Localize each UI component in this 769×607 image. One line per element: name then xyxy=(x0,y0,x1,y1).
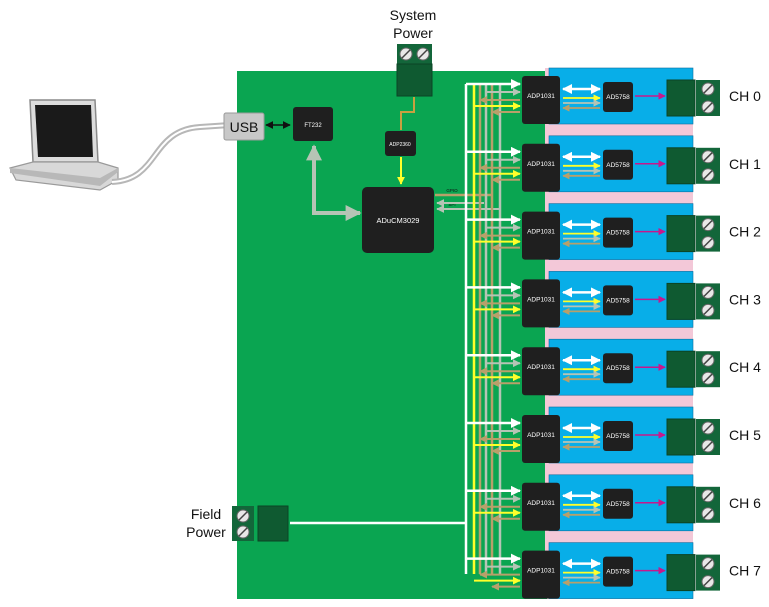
ad5758-chip xyxy=(603,285,633,316)
usb-cable xyxy=(111,122,231,185)
channel-label: CH 0 xyxy=(729,88,761,104)
screw-slot xyxy=(703,509,713,519)
adp1031-chip xyxy=(522,347,560,396)
aducm3029-label: ADuCM3029 xyxy=(377,216,420,225)
adp2360-chip xyxy=(385,131,416,156)
ad5758-chip xyxy=(603,82,633,112)
adp2360-label: ADP2360 xyxy=(389,142,411,148)
adp1031-label: ADP1031 xyxy=(527,568,555,575)
channel-label: CH 5 xyxy=(729,427,761,443)
screw-slot xyxy=(703,423,713,433)
adp1031-chip xyxy=(522,550,560,599)
adp1031-label: ADP1031 xyxy=(527,500,555,507)
screw-slot xyxy=(703,220,713,230)
ad5758-chip xyxy=(603,353,633,384)
ad5758-chip xyxy=(603,149,633,180)
channel-label: CH 4 xyxy=(729,359,761,375)
screw-slot xyxy=(703,287,713,297)
adp1031-chip xyxy=(522,143,560,192)
channel-terminal-housing xyxy=(666,350,696,388)
screw-slot xyxy=(703,491,713,501)
ad5758-label: AD5758 xyxy=(606,162,630,169)
usb-connector-icon xyxy=(223,112,265,141)
field-power-title-2: Power xyxy=(186,524,226,540)
channel-terminal-housing xyxy=(666,554,696,592)
system-power-title-1: System xyxy=(390,7,437,23)
ad5758-label: AD5758 xyxy=(606,569,630,576)
ad5758-label: AD5758 xyxy=(606,365,630,372)
channel-row: ADP1031 AD5758 CH 5 xyxy=(466,406,761,464)
ad5758-label: AD5758 xyxy=(606,433,630,440)
ad5758-chip xyxy=(603,556,633,587)
adp1031-chip xyxy=(522,415,560,463)
field-power-terminal-icon xyxy=(232,505,289,542)
channel-row: ADP1031 AD5758 CH 1 xyxy=(466,135,761,193)
screw-slot xyxy=(703,170,713,180)
adp1031-chip xyxy=(522,279,560,328)
ft232-chip xyxy=(293,107,333,141)
ft232-label: FT232 xyxy=(304,123,322,129)
spi-label: SPI xyxy=(448,202,455,207)
ad5758-chip xyxy=(603,421,633,451)
channel-row: ADP1031 AD5758 CH 0 xyxy=(466,67,761,125)
screw-slot xyxy=(703,152,713,162)
adp1031-chip xyxy=(522,482,560,531)
channel-row: ADP1031 AD5758 CH 3 xyxy=(466,271,761,328)
channel-row: ADP1031 AD5758 CH 2 xyxy=(466,203,761,260)
screw-slot xyxy=(703,238,713,248)
channel-label: CH 2 xyxy=(729,224,761,240)
channel-terminal-housing xyxy=(666,282,696,320)
channel-terminal-housing xyxy=(666,147,696,185)
ad5758-label: AD5758 xyxy=(606,501,630,508)
channel-label: CH 1 xyxy=(729,156,761,172)
screw-slot xyxy=(703,84,713,94)
adp1031-label: ADP1031 xyxy=(527,161,555,168)
screw-slot xyxy=(703,355,713,365)
ft232-mcu-link xyxy=(306,144,362,221)
system-power-title-2: Power xyxy=(393,25,433,41)
adp1031-label: ADP1031 xyxy=(527,296,555,303)
channel-terminal-housing xyxy=(666,486,696,524)
channel-terminal-housing xyxy=(666,79,696,117)
laptop-icon xyxy=(9,99,119,191)
channel-row: ADP1031 AD5758 CH 6 xyxy=(466,474,761,532)
adp1031-label: ADP1031 xyxy=(527,364,555,371)
field-power-title-1: Field xyxy=(191,506,221,522)
channel-terminal-housing xyxy=(666,418,696,456)
system-power-terminal-icon xyxy=(396,44,433,97)
system-power-line xyxy=(400,97,415,130)
channel-row: ADP1031 AD5758 CH 4 xyxy=(466,338,761,396)
channel-row: ADP1031 AD5758 CH 7 xyxy=(466,542,761,599)
ad5758-label: AD5758 xyxy=(606,297,630,304)
channel-terminal-housing xyxy=(666,215,696,253)
screw-slot xyxy=(703,102,713,112)
adp1031-label: ADP1031 xyxy=(527,93,555,100)
usb-label: USB xyxy=(230,119,259,135)
ad5758-chip xyxy=(603,488,633,519)
channel-label: CH 3 xyxy=(729,291,761,307)
ad5758-chip xyxy=(603,217,633,248)
channel-label: CH 6 xyxy=(729,495,761,511)
adp1031-chip xyxy=(522,211,560,260)
ad5758-label: AD5758 xyxy=(606,94,630,101)
aducm3029-chip xyxy=(362,187,434,253)
screw-slot xyxy=(703,441,713,451)
screw-slot xyxy=(703,577,713,587)
adp1031-chip xyxy=(522,76,560,124)
channel-label: CH 7 xyxy=(729,563,761,579)
gpio-label: GPIO xyxy=(446,188,458,193)
ad5758-label: AD5758 xyxy=(606,230,630,237)
adp1031-label: ADP1031 xyxy=(527,432,555,439)
screw-slot xyxy=(703,373,713,383)
screw-slot xyxy=(703,559,713,569)
screw-slot xyxy=(703,305,713,315)
adp1031-label: ADP1031 xyxy=(527,229,555,236)
